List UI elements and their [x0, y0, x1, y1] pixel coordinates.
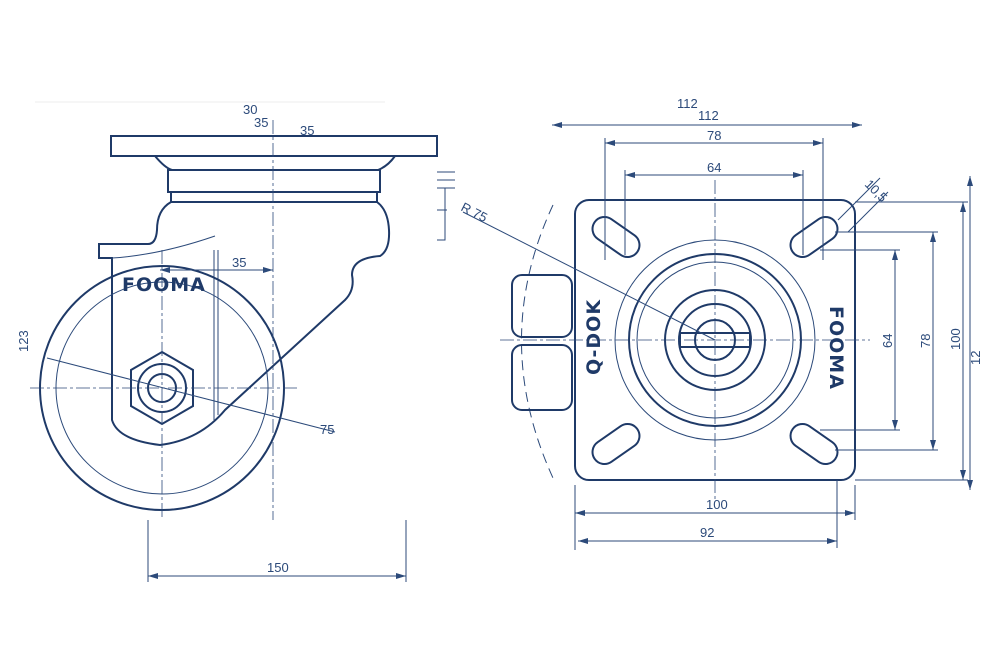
dim-100-v: 100 [948, 328, 963, 350]
dim-r75: R 75 [459, 199, 490, 225]
swivel-ring-lower [170, 191, 378, 203]
dim-92: 92 [700, 525, 714, 540]
logo-fooma: FOOMA [825, 306, 847, 390]
dim-78-h: 78 [707, 128, 721, 143]
top-plate [110, 135, 438, 157]
wheel-side-lower [511, 344, 573, 411]
mounting-slots [591, 215, 839, 466]
dim-75: 75 [320, 422, 334, 437]
top-view: 112 112 78 64 10,5 R 75 64 78 100 12 100… [459, 96, 983, 550]
dim-35-top-right: 35 [300, 123, 314, 138]
swivel-radius-arc [521, 204, 554, 479]
dim-35-offset: 35 [232, 255, 246, 270]
dim-78-v: 78 [918, 334, 933, 348]
plate-fillet [154, 155, 396, 171]
dim-123: 123 [16, 330, 31, 352]
dim-112-v: 12 [968, 351, 983, 365]
dim-112-b: 112 [698, 108, 719, 123]
side-view: 30 35 35 35 123 75 150 FOOMA [16, 101, 455, 582]
dim-112-a: 112 [677, 96, 698, 111]
dim-slot-width: 10,5 [862, 177, 891, 206]
dim-35-top: 35 [254, 115, 268, 130]
dim-64-v: 64 [880, 334, 895, 348]
dim-150: 150 [267, 560, 289, 575]
wheel-side-upper [511, 274, 573, 338]
dim-64-h: 64 [707, 160, 721, 175]
side-logo-fooma: FOOMA [122, 274, 206, 296]
logo-qdok: Q-DOK [583, 299, 605, 375]
dim-30: 30 [243, 102, 257, 117]
swivel-ring [167, 169, 381, 193]
dim-100-h: 100 [706, 497, 728, 512]
fork [98, 201, 391, 447]
